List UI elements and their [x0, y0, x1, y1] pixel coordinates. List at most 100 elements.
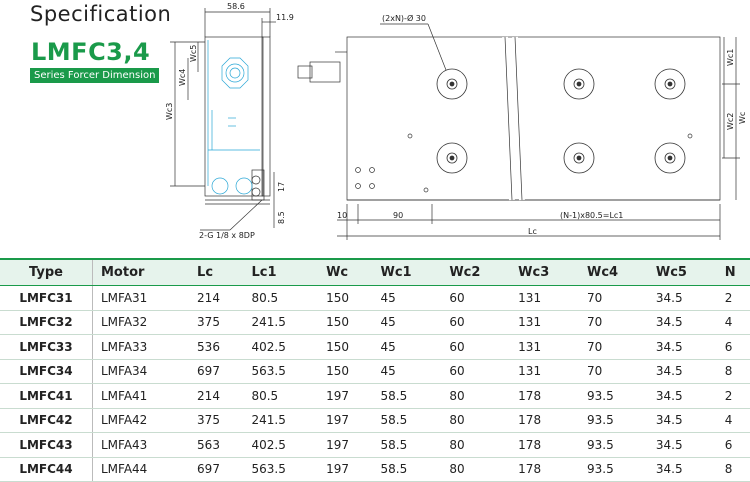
table-cell: LMFA32: [92, 310, 190, 335]
table-cell: 6: [716, 334, 750, 360]
dim-58-6: 58.6: [227, 2, 245, 11]
table-cell: 178: [510, 383, 580, 409]
table-cell: 697: [189, 457, 244, 482]
table-cell: 131: [510, 285, 580, 311]
table-cell: 34.5: [647, 310, 717, 335]
table-cell: 178: [510, 408, 580, 433]
table-cell: 93.5: [579, 457, 648, 482]
dim-17: 17: [277, 182, 286, 192]
table-cell: 2: [716, 383, 750, 409]
dim-wc3: Wc3: [165, 103, 174, 120]
col-header: Wc: [318, 258, 373, 286]
dim-8-5: 8.5: [277, 211, 286, 224]
dim-lc: Lc: [528, 227, 537, 236]
table-cell: 214: [189, 383, 244, 409]
table-cell: 131: [510, 359, 580, 384]
table-cell: 80: [441, 383, 511, 409]
table-cell: LMFC41: [0, 383, 93, 409]
col-header: Wc4: [579, 258, 648, 286]
table-cell: 197: [318, 383, 373, 409]
table-cell: 214: [189, 285, 244, 311]
table-cell: 8: [716, 359, 750, 384]
table-cell: 536: [189, 334, 244, 360]
table-cell: 197: [318, 408, 373, 433]
table-cell: 34.5: [647, 408, 717, 433]
table-cell: 60: [441, 310, 511, 335]
table-cell: 58.5: [372, 432, 442, 458]
series-subtitle: Series Forcer Dimension: [30, 68, 160, 83]
table-cell: 80: [441, 432, 511, 458]
table-cell: LMFA43: [92, 432, 190, 458]
table-cell: LMFA41: [92, 383, 190, 409]
col-header: Lc1: [243, 258, 319, 286]
table-cell: LMFA42: [92, 408, 190, 433]
table-cell: 58.5: [372, 383, 442, 409]
dim-90: 90: [393, 211, 403, 220]
table-cell: 6: [716, 432, 750, 458]
table-cell: 34.5: [647, 285, 717, 311]
table-cell: 58.5: [372, 457, 442, 482]
table-cell: 375: [189, 408, 244, 433]
table-cell: LMFC34: [0, 359, 93, 384]
table-cell: 4: [716, 310, 750, 335]
table-cell: 402.5: [243, 432, 319, 458]
dim-pitch: (N-1)x80.5=Lc1: [560, 211, 623, 220]
table-cell: 150: [318, 310, 373, 335]
dim-10: 10: [337, 211, 347, 220]
table-cell: 60: [441, 359, 511, 384]
dim-wc5: Wc5: [189, 45, 198, 62]
table-cell: LMFC44: [0, 457, 93, 482]
table-cell: 93.5: [579, 408, 648, 433]
col-header: Type: [0, 258, 93, 286]
table-cell: 2: [716, 285, 750, 311]
holes-label: (2xN)-Ø 30: [382, 13, 426, 23]
table-cell: 8: [716, 457, 750, 482]
col-header: Motor: [92, 258, 190, 286]
table-cell: 80.5: [243, 285, 319, 311]
table-cell: 34.5: [647, 432, 717, 458]
table-cell: 4: [716, 408, 750, 433]
table-cell: 563.5: [243, 359, 319, 384]
table-cell: LMFC43: [0, 432, 93, 458]
table-cell: 70: [579, 285, 648, 311]
table-header-row: Type Motor Lc Lc1 Wc Wc1 Wc2 Wc3 Wc4 Wc5…: [0, 258, 750, 286]
table-cell: 58.5: [372, 408, 442, 433]
table-cell: 93.5: [579, 432, 648, 458]
table-cell: LMFC33: [0, 334, 93, 360]
table-cell: 70: [579, 359, 648, 384]
table-cell: 150: [318, 285, 373, 311]
table-cell: 34.5: [647, 359, 717, 384]
table-cell: 45: [372, 285, 442, 311]
table-cell: 150: [318, 359, 373, 384]
table-cell: 80.5: [243, 383, 319, 409]
col-header: Lc: [189, 258, 244, 286]
dim-wc: Wc: [738, 112, 747, 124]
col-header: Wc1: [372, 258, 442, 286]
table-cell: 178: [510, 457, 580, 482]
table-cell: 178: [510, 432, 580, 458]
table-cell: LMFC32: [0, 310, 93, 335]
table-cell: 241.5: [243, 408, 319, 433]
technical-drawing: 58.6 11.9 Wc5 Wc4 Wc3 17 8.5 2-G 1/8 x 8…: [165, 2, 747, 240]
spec-table: Type Motor Lc Lc1 Wc Wc1 Wc2 Wc3 Wc4 Wc5…: [0, 258, 750, 482]
table-cell: 93.5: [579, 383, 648, 409]
table-cell: 131: [510, 334, 580, 360]
table-cell: 70: [579, 334, 648, 360]
table-cell: 70: [579, 310, 648, 335]
table-cell: 34.5: [647, 334, 717, 360]
table-cell: LMFC42: [0, 408, 93, 433]
mounting-holes: [436, 68, 686, 174]
port-label: 2-G 1/8 x 8DP: [199, 231, 255, 240]
col-header: Wc5: [647, 258, 717, 286]
table-cell: 80: [441, 457, 511, 482]
table-cell: 241.5: [243, 310, 319, 335]
table-cell: 563: [189, 432, 244, 458]
table-cell: 197: [318, 432, 373, 458]
